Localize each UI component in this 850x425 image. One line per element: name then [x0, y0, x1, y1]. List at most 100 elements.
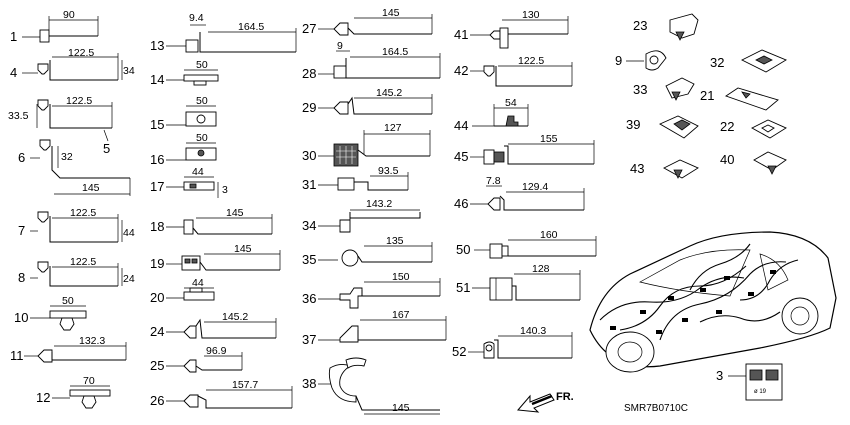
dimension-label: 96.9	[206, 345, 227, 357]
part-number: 44	[454, 118, 468, 133]
diameter-label: ø 19	[754, 389, 767, 395]
part-number: 13	[150, 38, 164, 53]
part-number: 3	[716, 368, 723, 383]
dimension-label: 122.5	[70, 256, 96, 268]
part-number: 16	[150, 152, 164, 167]
part-number: 5	[103, 141, 110, 156]
dimension-label: 145	[382, 7, 400, 19]
part-35: 35 135	[302, 235, 433, 267]
dimension-label: 164.5	[238, 21, 264, 33]
part-number: 34	[302, 218, 316, 233]
dimension-label: 70	[83, 375, 95, 387]
part-number: 46	[454, 196, 468, 211]
dimension-label: 140.3	[520, 325, 546, 337]
dimension-label: 135	[386, 235, 404, 247]
part-30: 30 127	[302, 122, 431, 167]
part-number: 43	[630, 161, 644, 176]
part-23: 23	[633, 13, 699, 41]
part-27: 27 145	[302, 7, 433, 36]
dimension-label: 130	[522, 9, 540, 21]
dimension-label: 3	[222, 184, 228, 196]
part-number: 30	[302, 148, 316, 163]
dimension-label: 145.2	[376, 87, 402, 99]
part-10: 10 50	[14, 295, 87, 331]
part-number: 38	[302, 376, 316, 391]
part-number: 37	[302, 332, 316, 347]
part-number: 31	[302, 177, 316, 192]
part-6: 6 32 145	[18, 139, 131, 196]
part-18: 18 145	[150, 207, 273, 235]
part-13: 13 9.4 164.5	[150, 12, 297, 53]
part-number: 22	[720, 119, 734, 134]
part-4: 4 122.5 34	[10, 47, 135, 81]
dimension-label: 50	[196, 132, 208, 144]
part-number: 11	[10, 348, 24, 363]
part-11: 11 132.3	[10, 335, 127, 363]
dimension-label: 90	[63, 9, 75, 21]
part-26: 26 157.7	[150, 379, 293, 409]
part-17: 17 44 3	[150, 166, 228, 198]
part-37: 37 167	[302, 309, 447, 347]
part-36: 36 150	[302, 271, 441, 309]
part-number: 6	[18, 150, 25, 165]
dimension-label: 34	[123, 65, 135, 77]
dimension-label: 33.5	[8, 110, 29, 122]
dimension-label: 143.2	[366, 198, 392, 210]
diagram-code: SMR7B0710C	[624, 403, 688, 414]
part-number: 21	[700, 88, 714, 103]
part-number: 4	[10, 65, 17, 80]
part-number: 9	[615, 53, 622, 68]
part-number: 32	[710, 55, 724, 70]
dimension-label: 50	[62, 295, 74, 307]
dimension-label: 150	[392, 271, 410, 283]
part-32: 32	[710, 49, 787, 73]
part-51: 51 128	[456, 263, 581, 301]
part-45: 45 155	[454, 133, 595, 165]
dimension-label: 44	[192, 166, 204, 178]
part-20: 20 44	[150, 277, 215, 305]
part-33: 33	[633, 77, 695, 101]
part-50: 50 160	[456, 229, 597, 259]
part-34: 34 143.2	[302, 198, 421, 233]
part-number: 10	[14, 310, 28, 325]
dimension-label: 157.7	[232, 379, 258, 391]
dimension-label: 167	[392, 309, 410, 321]
part-number: 17	[150, 179, 164, 194]
part-number: 35	[302, 252, 316, 267]
part-7: 7 122.5 44	[18, 207, 135, 243]
part-14: 14 50	[150, 59, 219, 87]
part-number: 18	[150, 219, 164, 234]
part-22: 22	[720, 119, 787, 139]
dimension-label: 44	[192, 277, 204, 289]
dimension-label: 122.5	[66, 95, 92, 107]
dimension-label: 24	[123, 273, 135, 285]
dimension-label: 155	[540, 133, 558, 145]
part-12: 12 70	[36, 375, 111, 409]
part-number: 24	[150, 324, 164, 339]
dimension-label: 128	[532, 263, 550, 275]
dimension-label: 127	[384, 122, 402, 134]
vehicle-illustration	[589, 231, 837, 373]
part-9: 9	[615, 50, 667, 71]
dimension-label: 145.2	[222, 311, 248, 323]
part-29: 29 145.2	[302, 87, 433, 115]
part-41: 41 130	[454, 9, 569, 49]
part-43: 43	[630, 159, 699, 179]
part-number: 41	[454, 27, 468, 42]
part-52: 52 140.3	[452, 325, 573, 359]
part-19: 19 145	[150, 243, 281, 271]
part-number: 15	[150, 117, 164, 132]
part-40: 40	[720, 151, 787, 175]
dimension-label: 129.4	[522, 181, 548, 193]
part-number: 14	[150, 72, 164, 87]
dimension-label: 160	[540, 229, 558, 241]
dimension-label: 145	[392, 402, 410, 414]
part-number: 39	[626, 117, 640, 132]
part-number: 28	[302, 66, 316, 81]
part-number: 50	[456, 242, 470, 257]
part-31: 31 93.5	[302, 165, 409, 192]
dimension-label: 145	[82, 182, 100, 194]
dimension-label: 9.4	[189, 12, 204, 24]
